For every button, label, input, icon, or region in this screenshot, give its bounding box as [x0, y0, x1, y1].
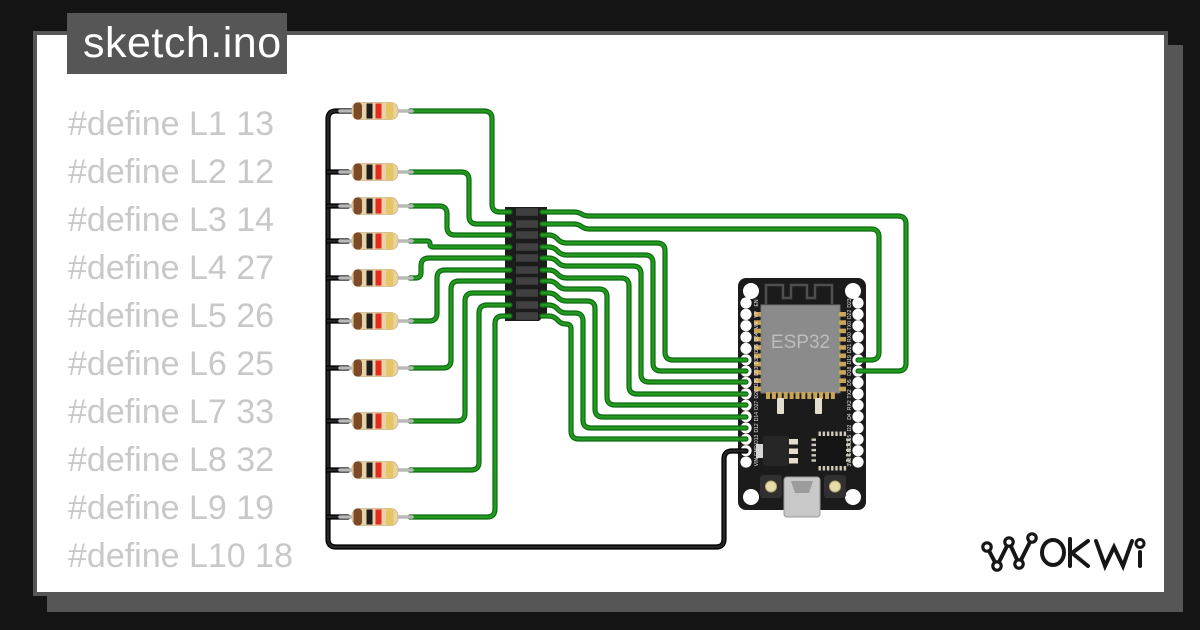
code-line: #define L2 12: [68, 153, 275, 191]
sketch-filename-badge: sketch.ino: [67, 13, 287, 74]
code-line: #define L3 14: [68, 201, 275, 239]
code-line: #define L4 27: [68, 249, 275, 287]
code-line: #define L8 32: [68, 441, 275, 479]
code-line: #define L9 19: [68, 489, 275, 527]
code-line: #define L6 25: [68, 345, 275, 383]
code-line: #define L10 18: [68, 537, 293, 575]
code-line: #define L7 33: [68, 393, 275, 431]
code-snippet: #define L1 13 #define L2 12 #define L3 1…: [68, 100, 293, 580]
sketch-filename: sketch.ino: [83, 19, 282, 67]
code-line: #define L5 26: [68, 297, 275, 335]
code-line: #define L1 13: [68, 105, 275, 143]
